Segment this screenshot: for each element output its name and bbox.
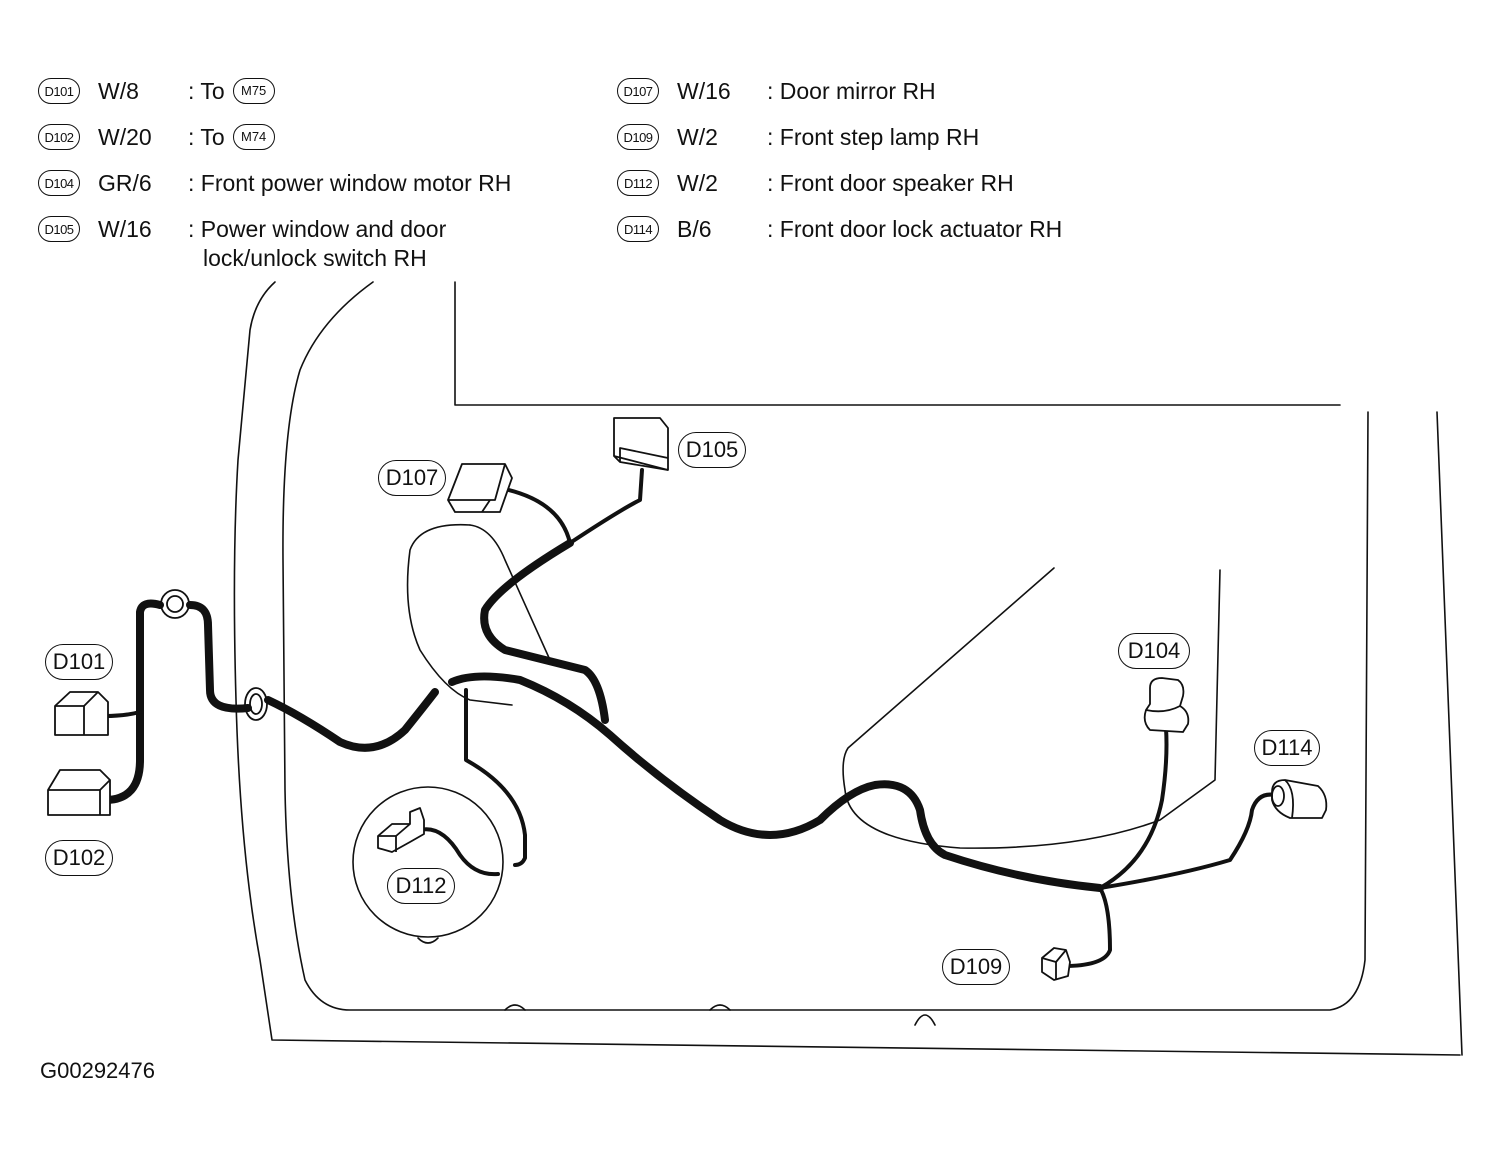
legend-row-d102: D102 W/20 : To M74	[38, 120, 598, 160]
connector-legend: D101 W/8 : To M75 D102 W/20 : To M74 D104 …	[0, 0, 1502, 280]
label-d109: D109	[942, 949, 1010, 985]
label-d114: D114	[1254, 730, 1320, 766]
door-panel-outline	[233, 281, 1463, 1056]
legend-to-badge: M75	[232, 77, 275, 104]
legend-wire-spec: B/6	[677, 216, 712, 242]
legend-badge: D105	[38, 216, 80, 242]
legend-description: : Door mirror RH	[767, 78, 936, 104]
legend-badge: D109	[617, 124, 659, 150]
figure-code: G00292476	[40, 1058, 155, 1083]
connector-d104-body	[1143, 677, 1190, 733]
label-d102: D102	[45, 840, 113, 876]
connector-d102-body	[47, 769, 111, 816]
legend-desc-prefix: : To	[188, 78, 225, 104]
legend-description: : Power window and door	[188, 216, 447, 242]
legend-description: : Front step lamp RH	[767, 124, 980, 150]
legend-wire-spec: W/16	[98, 216, 152, 242]
legend-wire-spec: W/8	[98, 78, 139, 104]
connector-d101-body	[54, 691, 109, 736]
connector-d107-body	[447, 463, 513, 513]
label-d112: D112	[387, 868, 455, 904]
grommet-lower	[244, 687, 268, 721]
legend-badge: D104	[38, 170, 80, 196]
legend-badge: D102	[38, 124, 80, 150]
legend-row-d101: D101 W/8 : To M75	[38, 74, 598, 114]
connector-d105-body	[613, 417, 669, 471]
legend-description: : To M74	[188, 120, 275, 154]
legend-wire-spec: W/20	[98, 124, 152, 150]
legend-row-d114: D114 B/6 : Front door lock actuator RH	[617, 212, 1177, 252]
grommets	[160, 589, 268, 721]
label-d105: D105	[678, 432, 746, 468]
legend-badge: D107	[617, 78, 659, 104]
legend-row-d105: D105 W/16 : Power window and door	[38, 212, 598, 252]
connector-d114-body	[1271, 779, 1328, 819]
connector-d112-body	[377, 807, 425, 853]
legend-description-line2: lock/unlock switch RH	[203, 245, 427, 271]
legend-description: : Front door speaker RH	[767, 170, 1014, 196]
speaker-mount-circle	[352, 786, 504, 938]
legend-description: : Front power window motor RH	[188, 170, 512, 196]
legend-wire-spec: W/2	[677, 124, 718, 150]
grommet-upper	[160, 589, 190, 619]
legend-row-d112: D112 W/2 : Front door speaker RH	[617, 166, 1177, 206]
legend-description: : To M75	[188, 74, 275, 108]
label-d101: D101	[45, 644, 113, 680]
legend-row-d107: D107 W/16 : Door mirror RH	[617, 74, 1177, 114]
legend-wire-spec: GR/6	[98, 170, 152, 196]
label-d104: D104	[1118, 633, 1190, 669]
legend-row-d104: D104 GR/6 : Front power window motor RH	[38, 166, 598, 206]
legend-row-d109: D109 W/2 : Front step lamp RH	[617, 120, 1177, 160]
legend-to-badge: M74	[232, 123, 275, 150]
legend-description: : Front door lock actuator RH	[767, 216, 1063, 242]
legend-wire-spec: W/16	[677, 78, 731, 104]
legend-wire-spec: W/2	[677, 170, 718, 196]
connector-d109-body	[1041, 947, 1071, 981]
legend-badge: D101	[38, 78, 80, 104]
legend-badge: D112	[617, 170, 659, 196]
main-harness	[101, 539, 1104, 892]
branch-wires	[103, 468, 1277, 968]
legend-badge: D114	[617, 216, 659, 242]
label-d107: D107	[378, 460, 446, 496]
legend-desc-prefix: : To	[188, 124, 225, 150]
